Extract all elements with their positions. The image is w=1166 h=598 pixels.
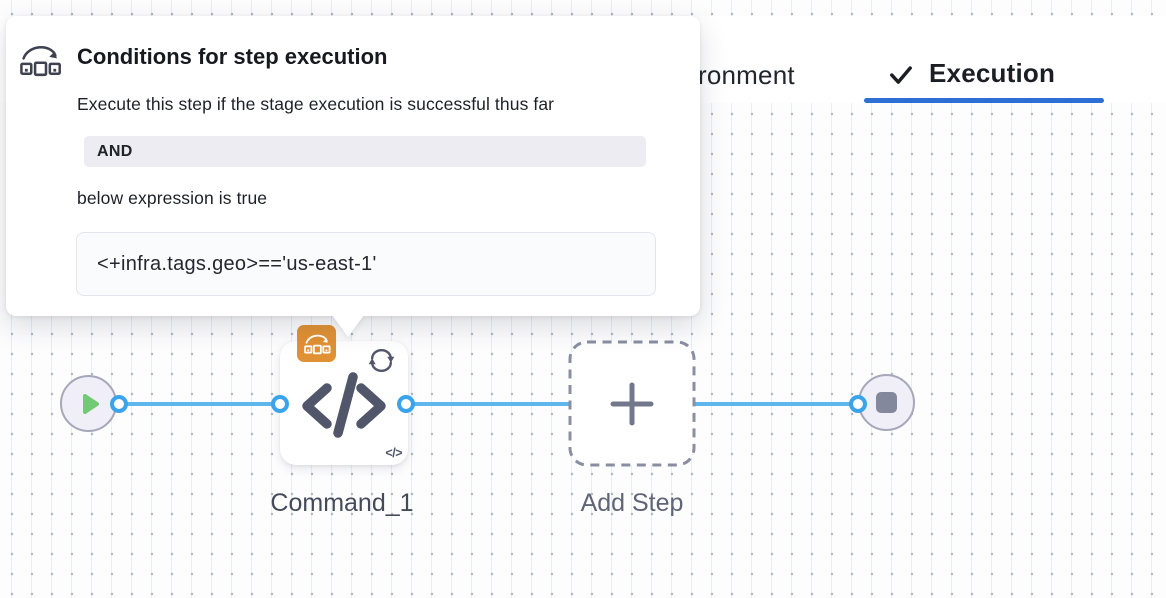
plus-icon (610, 382, 654, 426)
popover-description: Execute this step if the stage execution… (77, 94, 555, 114)
operator-badge: AND (84, 136, 646, 167)
step-label-add-step: Add Step (580, 489, 684, 517)
operator-label: AND (97, 142, 133, 160)
code-icon (302, 372, 386, 438)
tab-environment-partial[interactable]: ronment (698, 60, 795, 90)
active-tab-underline (864, 98, 1104, 103)
tab-execution[interactable]: Execution (888, 58, 1055, 89)
port-start-out[interactable] (110, 395, 128, 413)
conditional-execution-badge[interactable] (297, 325, 336, 362)
condition-intro-text: below expression is true (77, 188, 268, 208)
pipeline-start-node[interactable] (60, 375, 117, 432)
step-label-command: Command_1 (270, 489, 414, 517)
checkmark-icon (890, 65, 912, 84)
expression-text: <+infra.tags.geo>=='us-east-1' (97, 252, 377, 275)
loop-retry-icon (368, 348, 395, 373)
popover-title: Conditions for step execution (77, 44, 388, 69)
conditions-popover: Conditions for step execution Execute th… (6, 16, 700, 337)
stop-icon (876, 392, 897, 413)
step-node-command[interactable]: </> (280, 325, 408, 465)
dashed-border (568, 340, 696, 467)
conditional-execution-icon (303, 334, 331, 355)
edge-start-to-command (119, 402, 280, 406)
conditional-execution-icon (20, 46, 61, 77)
pipeline-end-node[interactable] (858, 374, 915, 431)
port-command-out[interactable] (397, 395, 415, 413)
code-mini-icon: </> (385, 446, 402, 460)
expression-box: <+infra.tags.geo>=='us-east-1' (76, 232, 656, 296)
play-icon (83, 393, 99, 414)
port-end-in[interactable] (849, 395, 867, 413)
tab-execution-label: Execution (929, 58, 1056, 88)
popover-caret (332, 315, 364, 337)
add-step-node[interactable] (568, 340, 696, 467)
port-command-in[interactable] (271, 395, 289, 413)
